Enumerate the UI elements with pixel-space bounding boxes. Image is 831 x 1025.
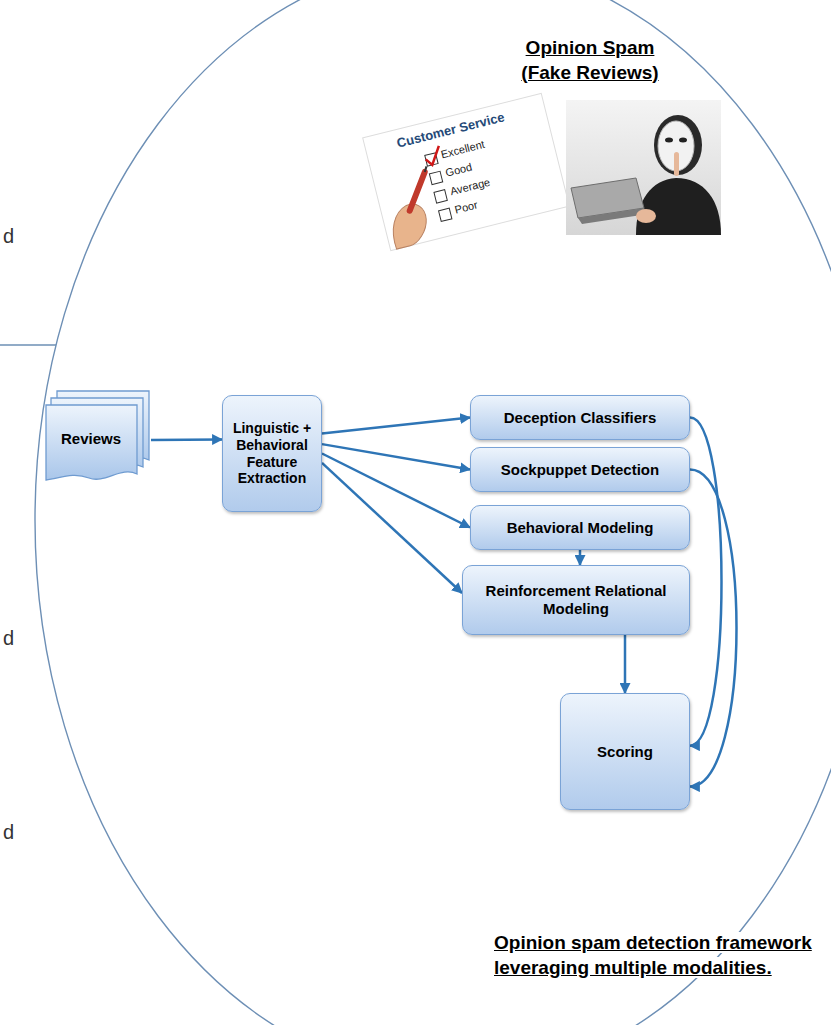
title-text: Opinion Spam (Fake Reviews)	[521, 37, 658, 83]
node-label: Behavioral Modeling	[507, 519, 654, 537]
checkbox	[429, 171, 442, 184]
flow-arrow	[322, 454, 470, 528]
hand	[636, 209, 656, 223]
process-box: Scoring	[560, 693, 690, 810]
checklist-illustration: Customer ServiceExcellentGoodAveragePoor	[360, 91, 571, 253]
diagram-title: Opinion Spam (Fake Reviews)	[510, 36, 670, 85]
flow-arrow	[624, 635, 627, 693]
flow-arrow	[151, 438, 222, 441]
node-label: Sockpuppet Detection	[501, 461, 659, 479]
separator-line	[0, 344, 56, 345]
process-box: Sockpuppet Detection	[470, 447, 690, 492]
flow-arrow	[690, 470, 737, 787]
region-ellipse	[35, 0, 831, 1025]
caption-text: Opinion spam detection framework leverag…	[494, 932, 812, 978]
node-label: Reviews	[45, 406, 137, 472]
pencil-tip	[424, 166, 428, 172]
cut-off-text: d	[3, 821, 14, 844]
photo-ground	[566, 100, 721, 235]
paper	[363, 93, 570, 250]
finger	[674, 152, 679, 176]
head	[654, 115, 702, 175]
flow-arrow	[579, 550, 582, 565]
cut-off-text: d	[3, 627, 14, 650]
eye	[665, 138, 673, 143]
process-box: Linguistic + Behavioral Feature Extracti…	[222, 395, 322, 512]
body	[636, 178, 721, 235]
masked-person-picture	[566, 100, 721, 235]
pencil	[401, 172, 433, 211]
node-label: Scoring	[597, 743, 653, 761]
node-label: Linguistic + Behavioral Feature Extracti…	[227, 420, 317, 487]
checkbox	[434, 190, 447, 203]
eye	[679, 138, 687, 143]
process-box: Deception Classifiers	[470, 395, 690, 440]
node-label: Deception Classifiers	[504, 409, 657, 427]
process-box: Behavioral Modeling	[470, 505, 690, 550]
diagram-caption: Opinion spam detection framework leverag…	[494, 930, 824, 980]
process-box: Reinforcement Relational Modeling	[462, 565, 690, 635]
flow-arrow	[690, 418, 722, 746]
node-label: Reinforcement Relational Modeling	[469, 582, 683, 618]
document-stack: Reviews	[45, 390, 151, 486]
masked-person-illustration	[566, 100, 721, 235]
flow-arrow	[322, 463, 462, 593]
cut-off-text: d	[3, 225, 14, 248]
flow-arrow	[322, 418, 470, 434]
checkbox	[439, 208, 452, 221]
